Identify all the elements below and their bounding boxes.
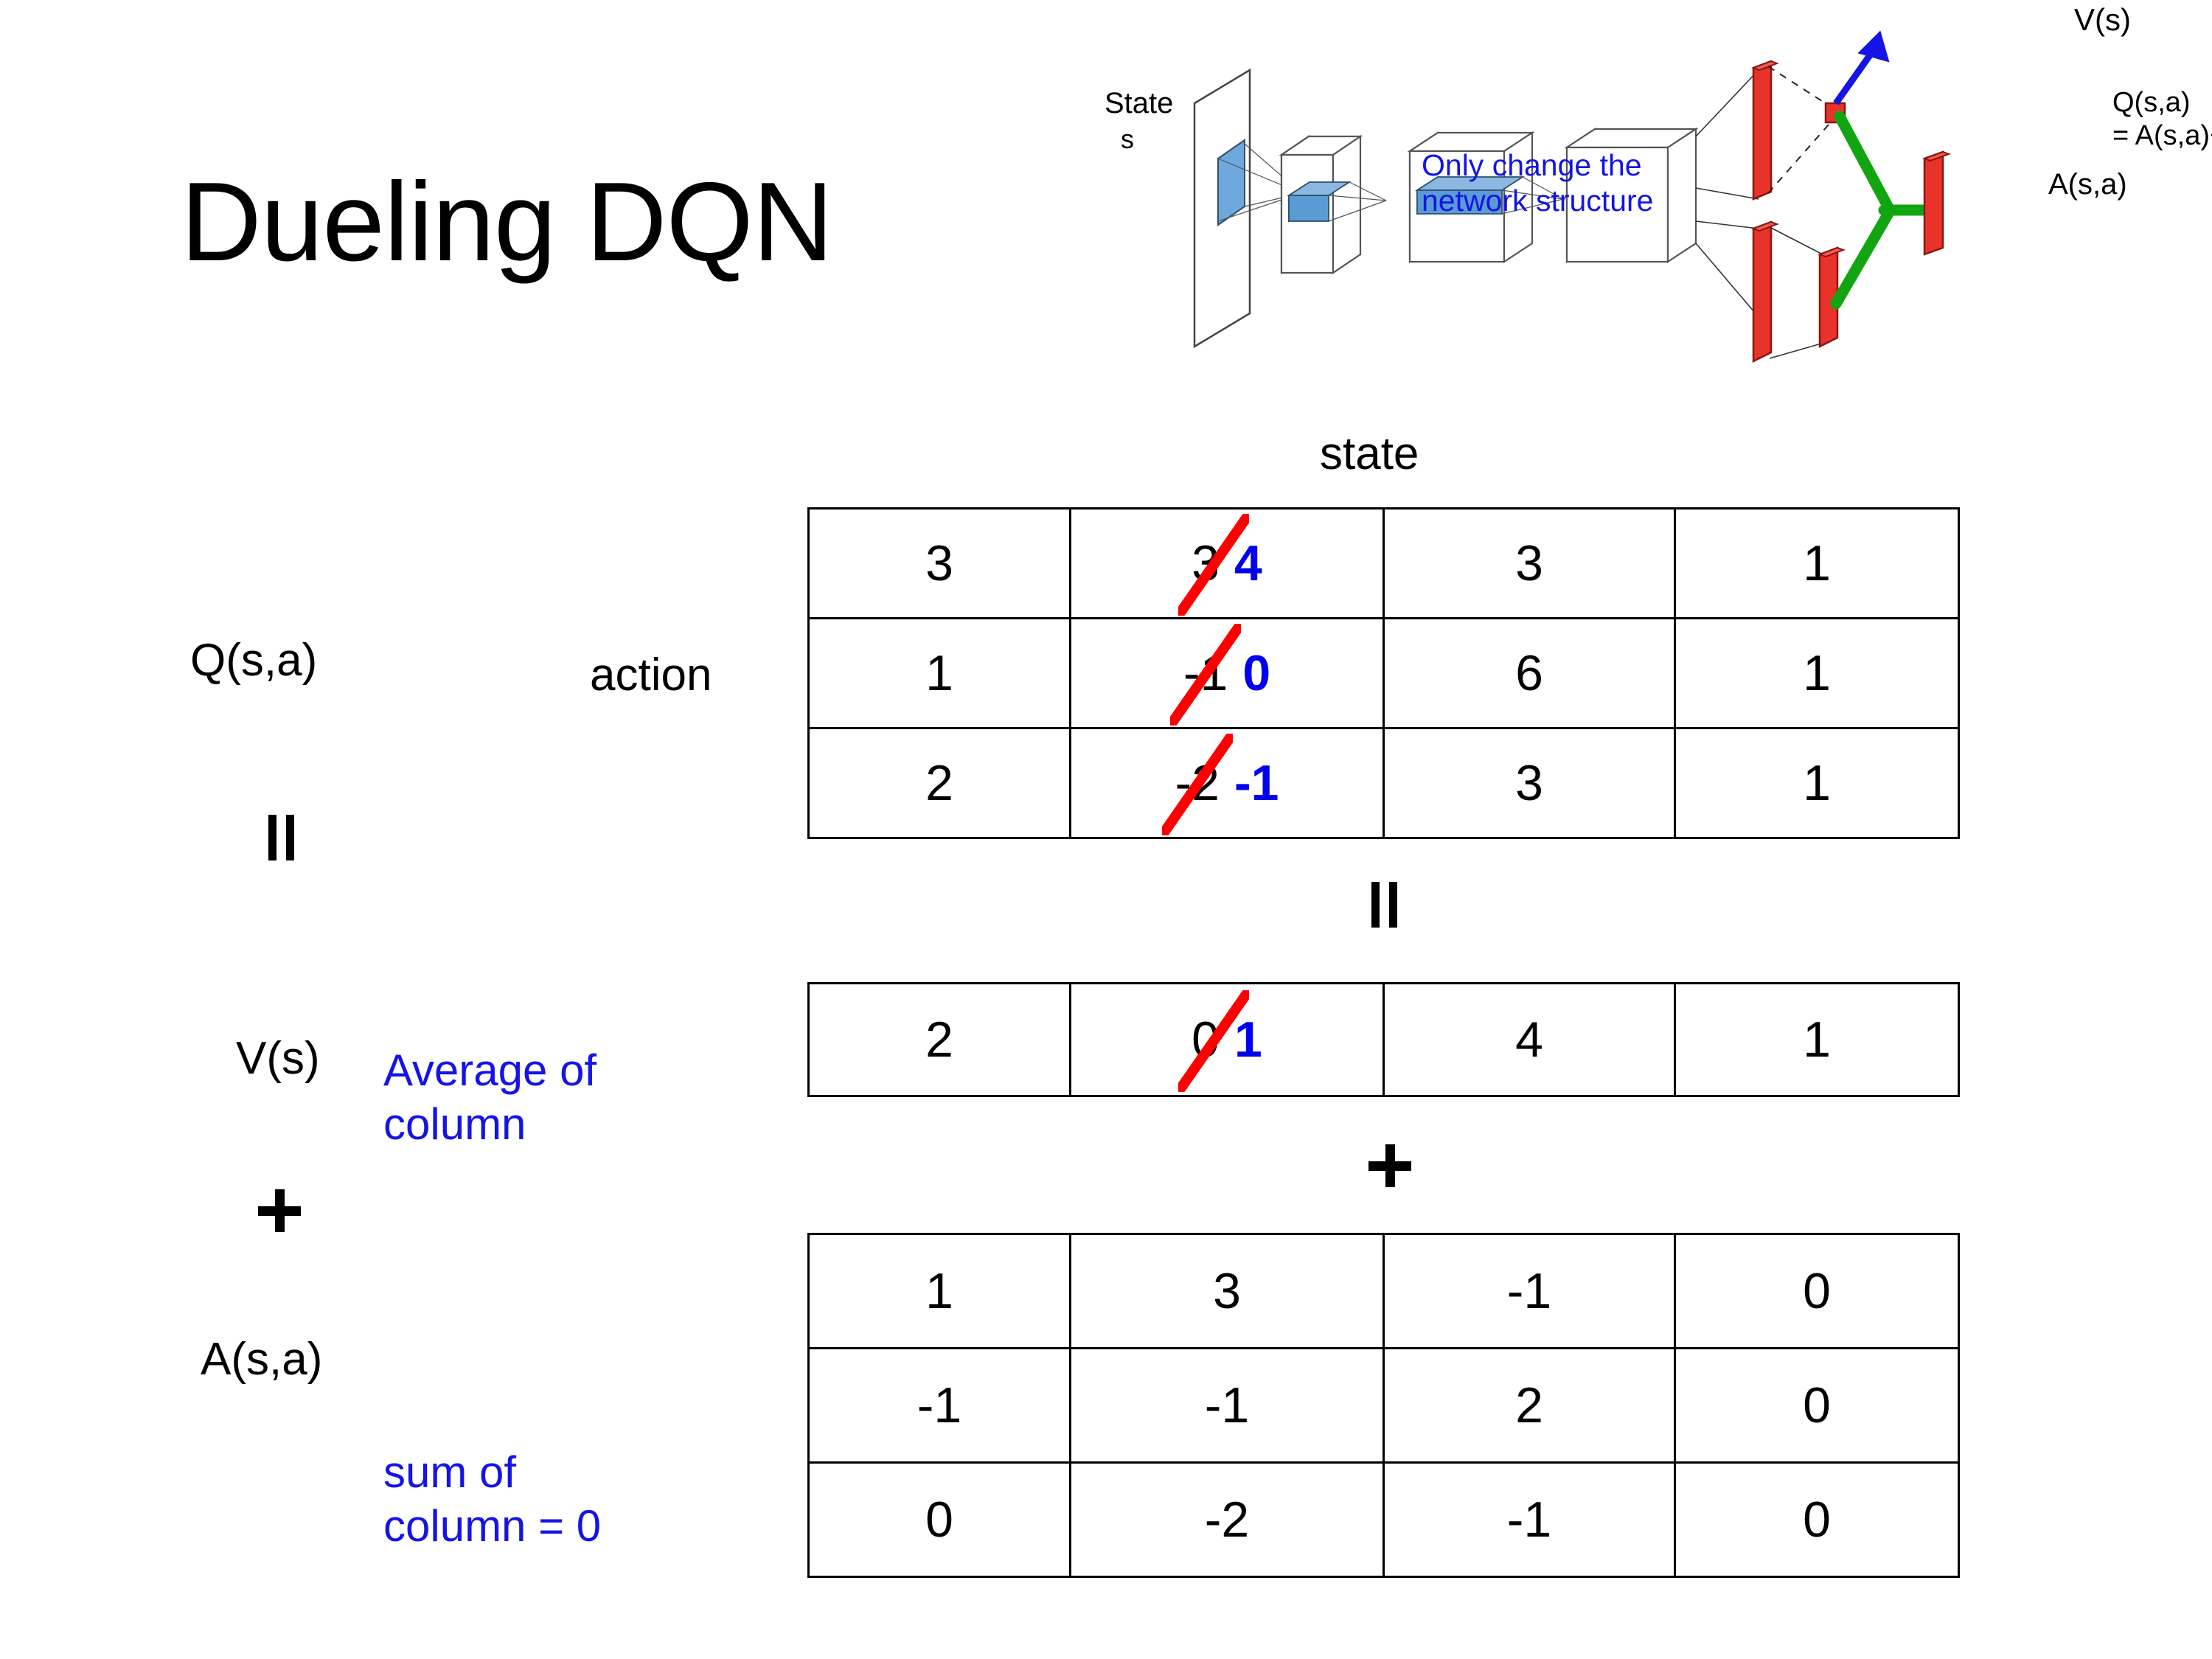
struck-old-value: 3 xyxy=(1178,514,1249,616)
diagram-advantage-output-label: A(s,a) xyxy=(2048,168,2127,201)
table-cell: 3 xyxy=(1382,507,1676,619)
struck-old-value: -2 xyxy=(1161,734,1234,835)
network-architecture-svg xyxy=(1193,30,1951,364)
table-cell: 4 xyxy=(1382,982,1676,1097)
page-title: Dueling DQN xyxy=(181,159,833,285)
table-cell: 2 xyxy=(807,982,1071,1097)
table-cell: 3 xyxy=(1382,727,1676,839)
table-cell: -2 xyxy=(1069,1461,1385,1578)
table-cell: 0 xyxy=(1674,1461,1960,1578)
table-cell: 3 xyxy=(807,507,1071,619)
table-cell: 1 xyxy=(1674,727,1960,839)
table-cell: 1 xyxy=(807,617,1071,729)
table-cell: -1 xyxy=(1382,1233,1676,1349)
table-cell: 0 xyxy=(807,1461,1071,1578)
diagram-q-output-equation: = A(s,a)+V(s) xyxy=(2112,120,2212,151)
diagram-q-output-label: Q(s,a) xyxy=(2112,87,2191,118)
updated-new-value: -1 xyxy=(1234,755,1279,811)
v-table-label: V(s) xyxy=(236,1033,320,1084)
note-average-of-column: Average of column xyxy=(383,1046,597,1150)
q-table-label: Q(s,a) xyxy=(190,635,318,686)
table-cell: -1 xyxy=(1069,1347,1385,1464)
table-cell: 2 xyxy=(1382,1347,1676,1464)
table-cell: -1 xyxy=(1382,1461,1676,1578)
diagram-state-label: State xyxy=(1105,87,1174,119)
state-axis-label: state xyxy=(1320,428,1419,479)
diagram-state-subscript: s xyxy=(1121,124,1134,154)
equals-operator-middle xyxy=(1368,882,1402,928)
dueling-network-diagram: State s V(s) Q(s,a) = A(s,a)+V(s) A(s,a)… xyxy=(1091,0,2212,413)
struck-old-value: 0 xyxy=(1178,990,1249,1092)
table-cell: 1 xyxy=(1674,507,1960,619)
a-table-label: A(s,a) xyxy=(201,1334,323,1385)
struck-old-value: -1 xyxy=(1169,624,1242,726)
table-cell: 1 xyxy=(807,1233,1071,1349)
table-cell-edited: -2-1 xyxy=(1069,727,1385,839)
table-cell: 6 xyxy=(1382,617,1676,729)
note-sum-of-column: sum of column = 0 xyxy=(383,1447,602,1551)
diagram-note-text: Only change the network structure xyxy=(1422,148,1654,218)
table-cell: 0 xyxy=(1674,1233,1960,1349)
plus-operator-middle xyxy=(1368,1144,1411,1187)
table-cell: 2 xyxy=(807,727,1071,839)
table-cell: 3 xyxy=(1069,1233,1385,1349)
updated-new-value: 1 xyxy=(1234,1012,1262,1068)
table-cell: 1 xyxy=(1674,982,1960,1097)
equals-operator-left xyxy=(265,815,299,860)
plus-operator-left xyxy=(258,1189,301,1232)
table-cell: 0 xyxy=(1674,1347,1960,1464)
updated-new-value: 4 xyxy=(1234,535,1262,591)
table-cell: -1 xyxy=(807,1347,1071,1464)
action-axis-label: action xyxy=(590,650,712,700)
table-cell: 1 xyxy=(1674,617,1960,729)
cell-edit-group: -2-1 xyxy=(1161,734,1279,835)
diagram-value-output-label: V(s) xyxy=(2074,2,2131,37)
updated-new-value: 0 xyxy=(1242,645,1271,701)
